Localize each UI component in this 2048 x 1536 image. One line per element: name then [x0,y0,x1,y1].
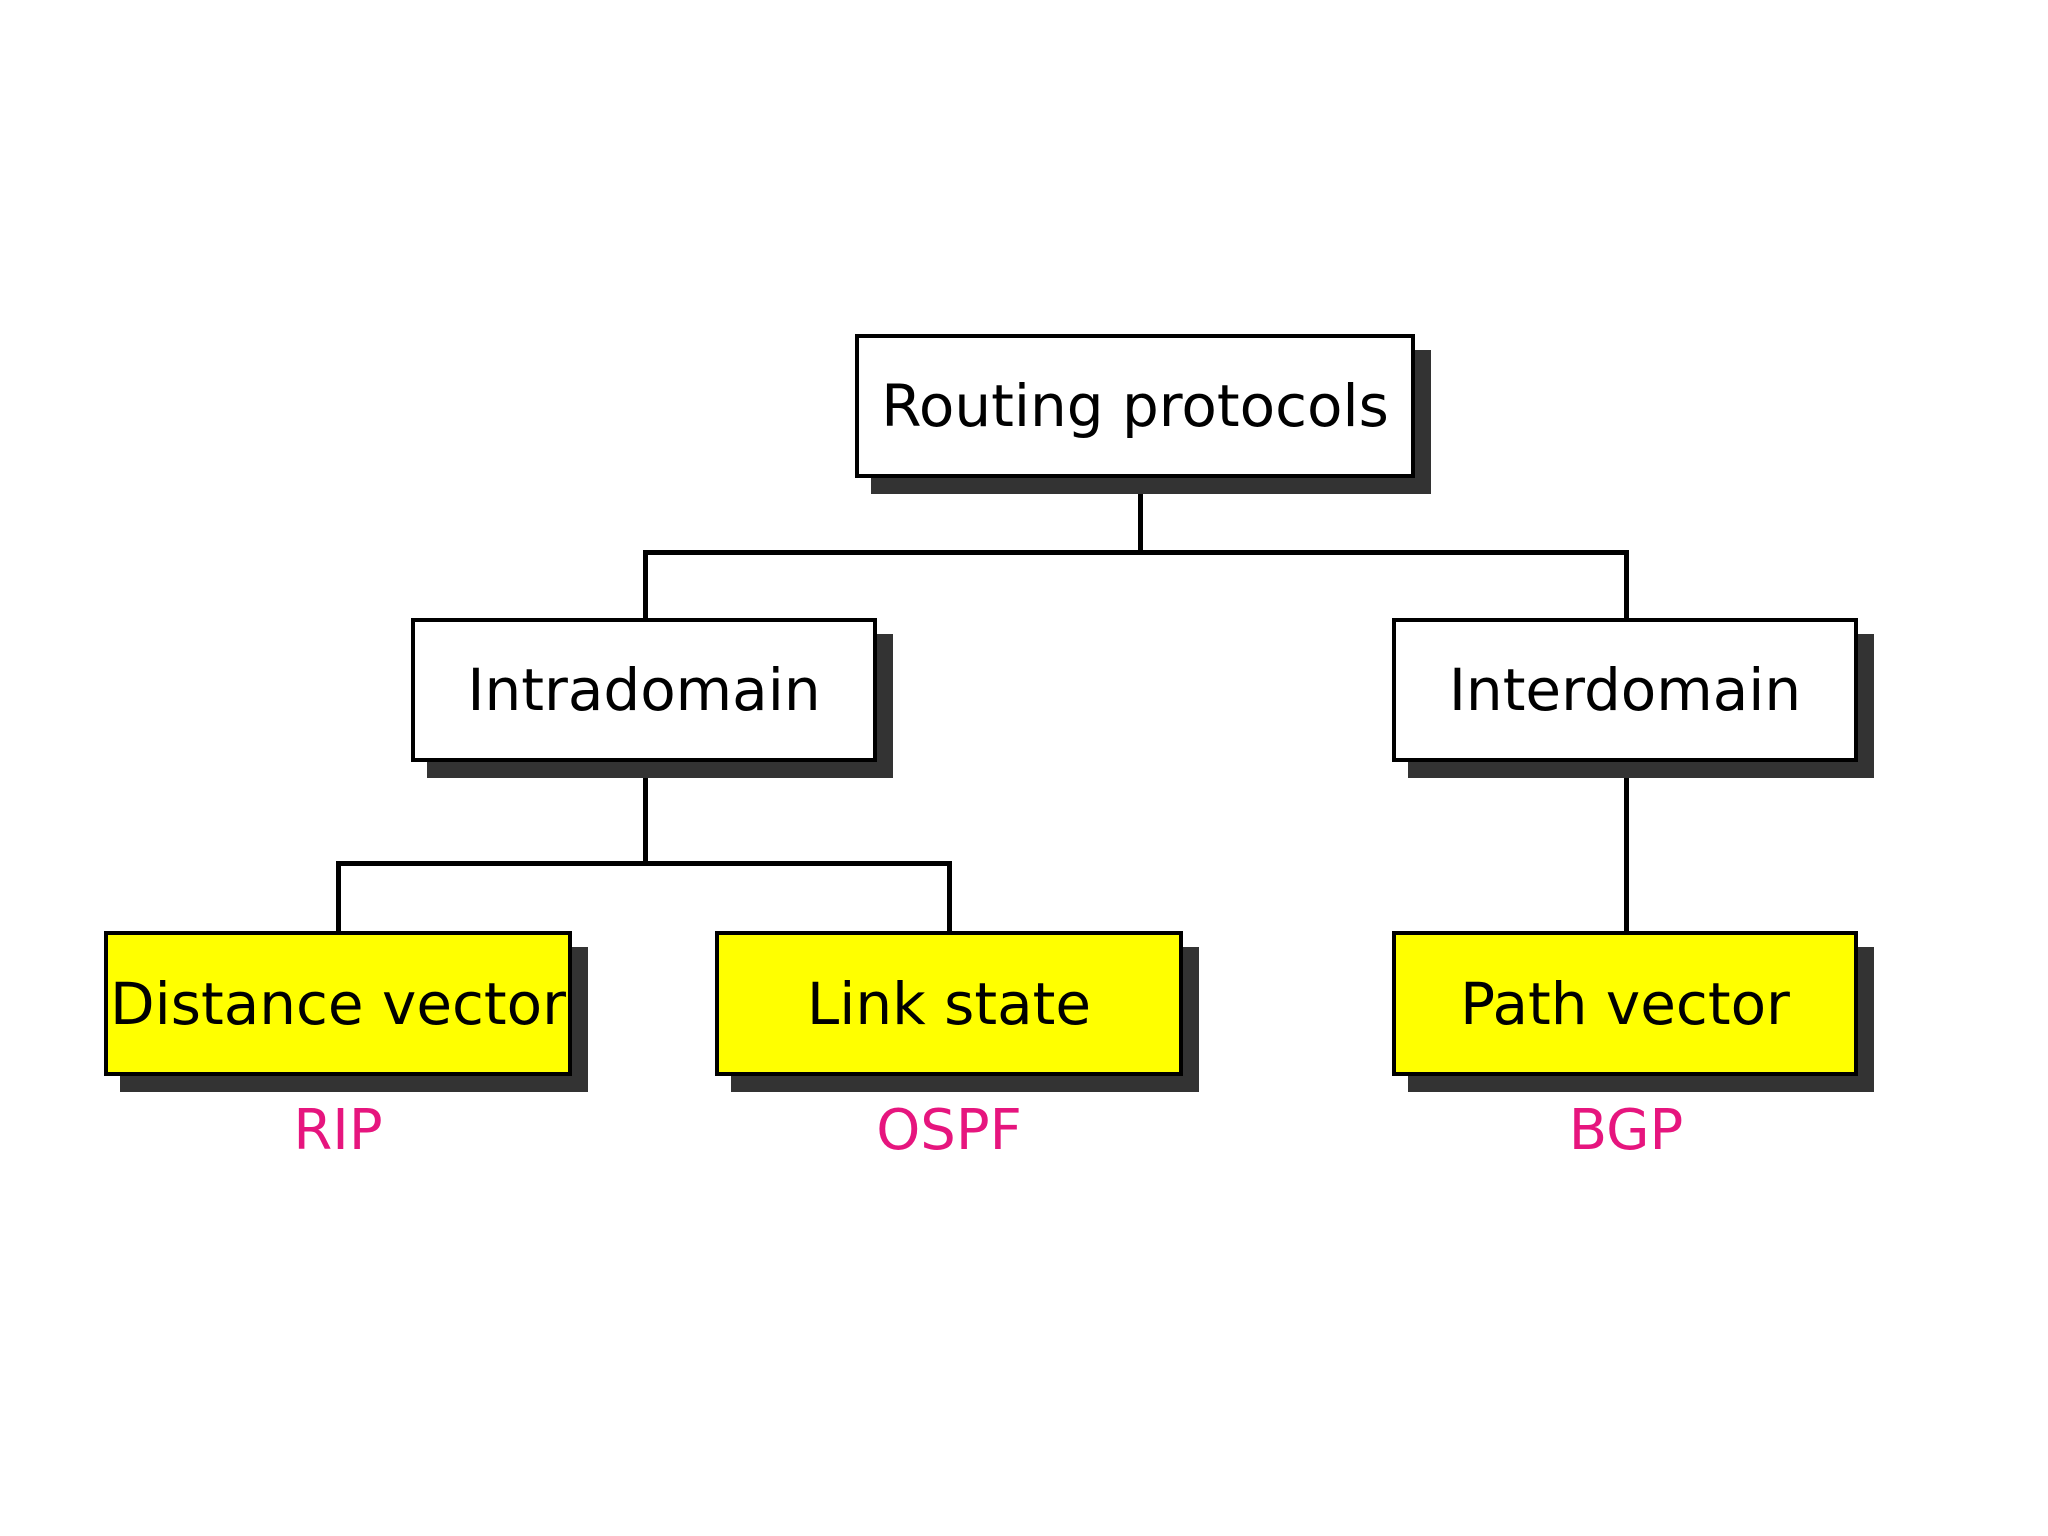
routing-protocols-box: Routing protocols [855,334,1415,478]
link-state-label: Link state [806,969,1092,1038]
interdomain-label: Interdomain [1448,656,1802,724]
connector-to-interdomain [1624,550,1629,620]
connector-to-distance-vector [336,861,341,934]
path-vector-label: Path vector [1460,969,1790,1038]
bgp-protocol-label: BGP [1568,1098,1684,1163]
connector-to-intradomain [643,550,648,620]
rip-protocol-label: RIP [293,1098,383,1163]
link-state-box: Link state [715,931,1183,1076]
connector-top-horizontal [643,550,1629,555]
path-vector-box: Path vector [1392,931,1858,1076]
distance-vector-box: Distance vector [104,931,572,1076]
connector-intradomain-stem [643,762,648,864]
intradomain-box: Intradomain [411,618,877,762]
distance-vector-label: Distance vector [109,969,566,1038]
ospf-protocol-label: OSPF [876,1098,1022,1163]
connector-interdomain-to-path-vector [1624,762,1629,934]
connector-bottom-horizontal [336,861,952,866]
connector-root-stem [1138,482,1143,552]
routing-protocols-label: Routing protocols [881,372,1389,440]
connector-to-link-state [947,861,952,934]
intradomain-label: Intradomain [467,656,821,724]
interdomain-box: Interdomain [1392,618,1858,762]
